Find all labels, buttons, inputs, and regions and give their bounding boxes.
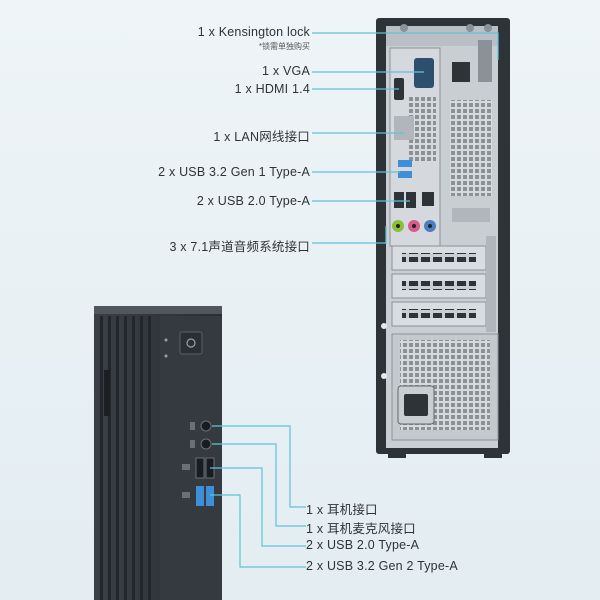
rear-label-hdmi: 1 x HDMI 1.4 (234, 82, 310, 96)
rear-note: *锁需单独购买 (258, 42, 310, 51)
headphone-jack (200, 420, 212, 432)
rear-label-lan: 1 x LAN网线接口 (213, 130, 310, 144)
headset-mic-jack (200, 438, 212, 450)
rear-leader-lines (312, 32, 499, 244)
front-leader-lines (210, 425, 306, 568)
front-label-usb3-gen2: 2 x USB 3.2 Gen 2 Type-A (306, 559, 458, 573)
front-label-headset-mic: 1 x 耳机麦克风接口 (306, 522, 416, 536)
rear-label-vga: 1 x VGA (262, 64, 310, 78)
vga-port (414, 58, 434, 88)
power-button (179, 331, 203, 355)
rear-label-usb3: 2 x USB 3.2 Gen 1 Type-A (158, 165, 310, 179)
rear-label-audio: 3 x 7.1声道音频系统接口 (169, 240, 310, 254)
front-chassis (94, 306, 222, 600)
rear-label-kensington: 1 x Kensington lock (197, 25, 310, 39)
front-label-usb2: 2 x USB 2.0 Type-A (306, 538, 420, 552)
rear-label-usb2: 2 x USB 2.0 Type-A (196, 194, 310, 208)
rear-chassis (376, 18, 510, 458)
power-icon (186, 338, 196, 348)
front-label-headphone: 1 x 耳机接口 (306, 503, 378, 517)
lan-port (394, 116, 414, 140)
